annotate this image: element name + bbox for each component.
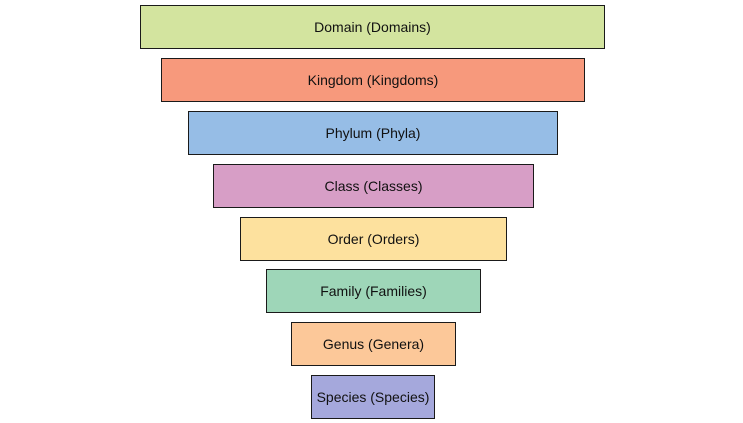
level-label: Domain (Domains) xyxy=(314,19,431,35)
level-label: Phylum (Phyla) xyxy=(325,125,421,141)
level-label: Species (Species) xyxy=(316,389,430,405)
level-family: Family (Families) xyxy=(266,269,481,313)
level-genus: Genus (Genera) xyxy=(291,322,456,366)
level-class: Class (Classes) xyxy=(213,164,534,208)
level-kingdom: Kingdom (Kingdoms) xyxy=(161,58,585,102)
level-order: Order (Orders) xyxy=(240,217,507,261)
level-domain: Domain (Domains) xyxy=(140,5,605,49)
level-label: Order (Orders) xyxy=(327,231,420,247)
level-phylum: Phylum (Phyla) xyxy=(188,111,558,155)
level-species: Species (Species) xyxy=(311,375,435,419)
level-label: Class (Classes) xyxy=(324,178,423,194)
level-label: Family (Families) xyxy=(320,283,427,299)
level-label: Genus (Genera) xyxy=(322,336,425,352)
level-label: Kingdom (Kingdoms) xyxy=(307,72,439,88)
